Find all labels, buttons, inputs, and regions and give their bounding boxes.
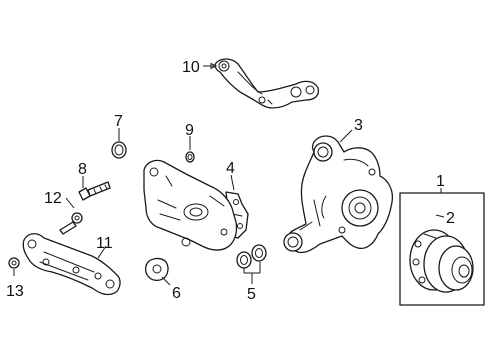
callout-12: 12 <box>44 190 62 207</box>
bushing-pair <box>236 244 267 269</box>
subframe <box>143 159 238 251</box>
callout-7: 7 <box>114 113 123 130</box>
upper-control-arm <box>214 58 320 109</box>
callout-6: 6 <box>172 285 181 302</box>
callout-1: 1 <box>436 173 445 190</box>
callout-9: 9 <box>185 122 194 139</box>
knuckle <box>283 135 394 254</box>
lower-control-arm <box>22 233 121 296</box>
leader-lines <box>13 62 445 286</box>
callout-11: 11 <box>96 235 113 252</box>
callout-2: 2 <box>446 210 455 227</box>
callout-3: 3 <box>354 117 363 134</box>
small-washer <box>8 257 20 269</box>
callout-13: 13 <box>6 283 24 300</box>
nut <box>185 151 195 163</box>
callout-5: 5 <box>247 286 256 303</box>
bushing <box>111 141 127 159</box>
hub-assembly <box>399 192 485 306</box>
callout-10: 10 <box>182 59 200 76</box>
callout-8: 8 <box>78 161 87 178</box>
long-bolt <box>78 181 111 201</box>
washer <box>144 257 169 281</box>
callout-4: 4 <box>226 160 235 177</box>
short-bolt <box>59 212 83 235</box>
